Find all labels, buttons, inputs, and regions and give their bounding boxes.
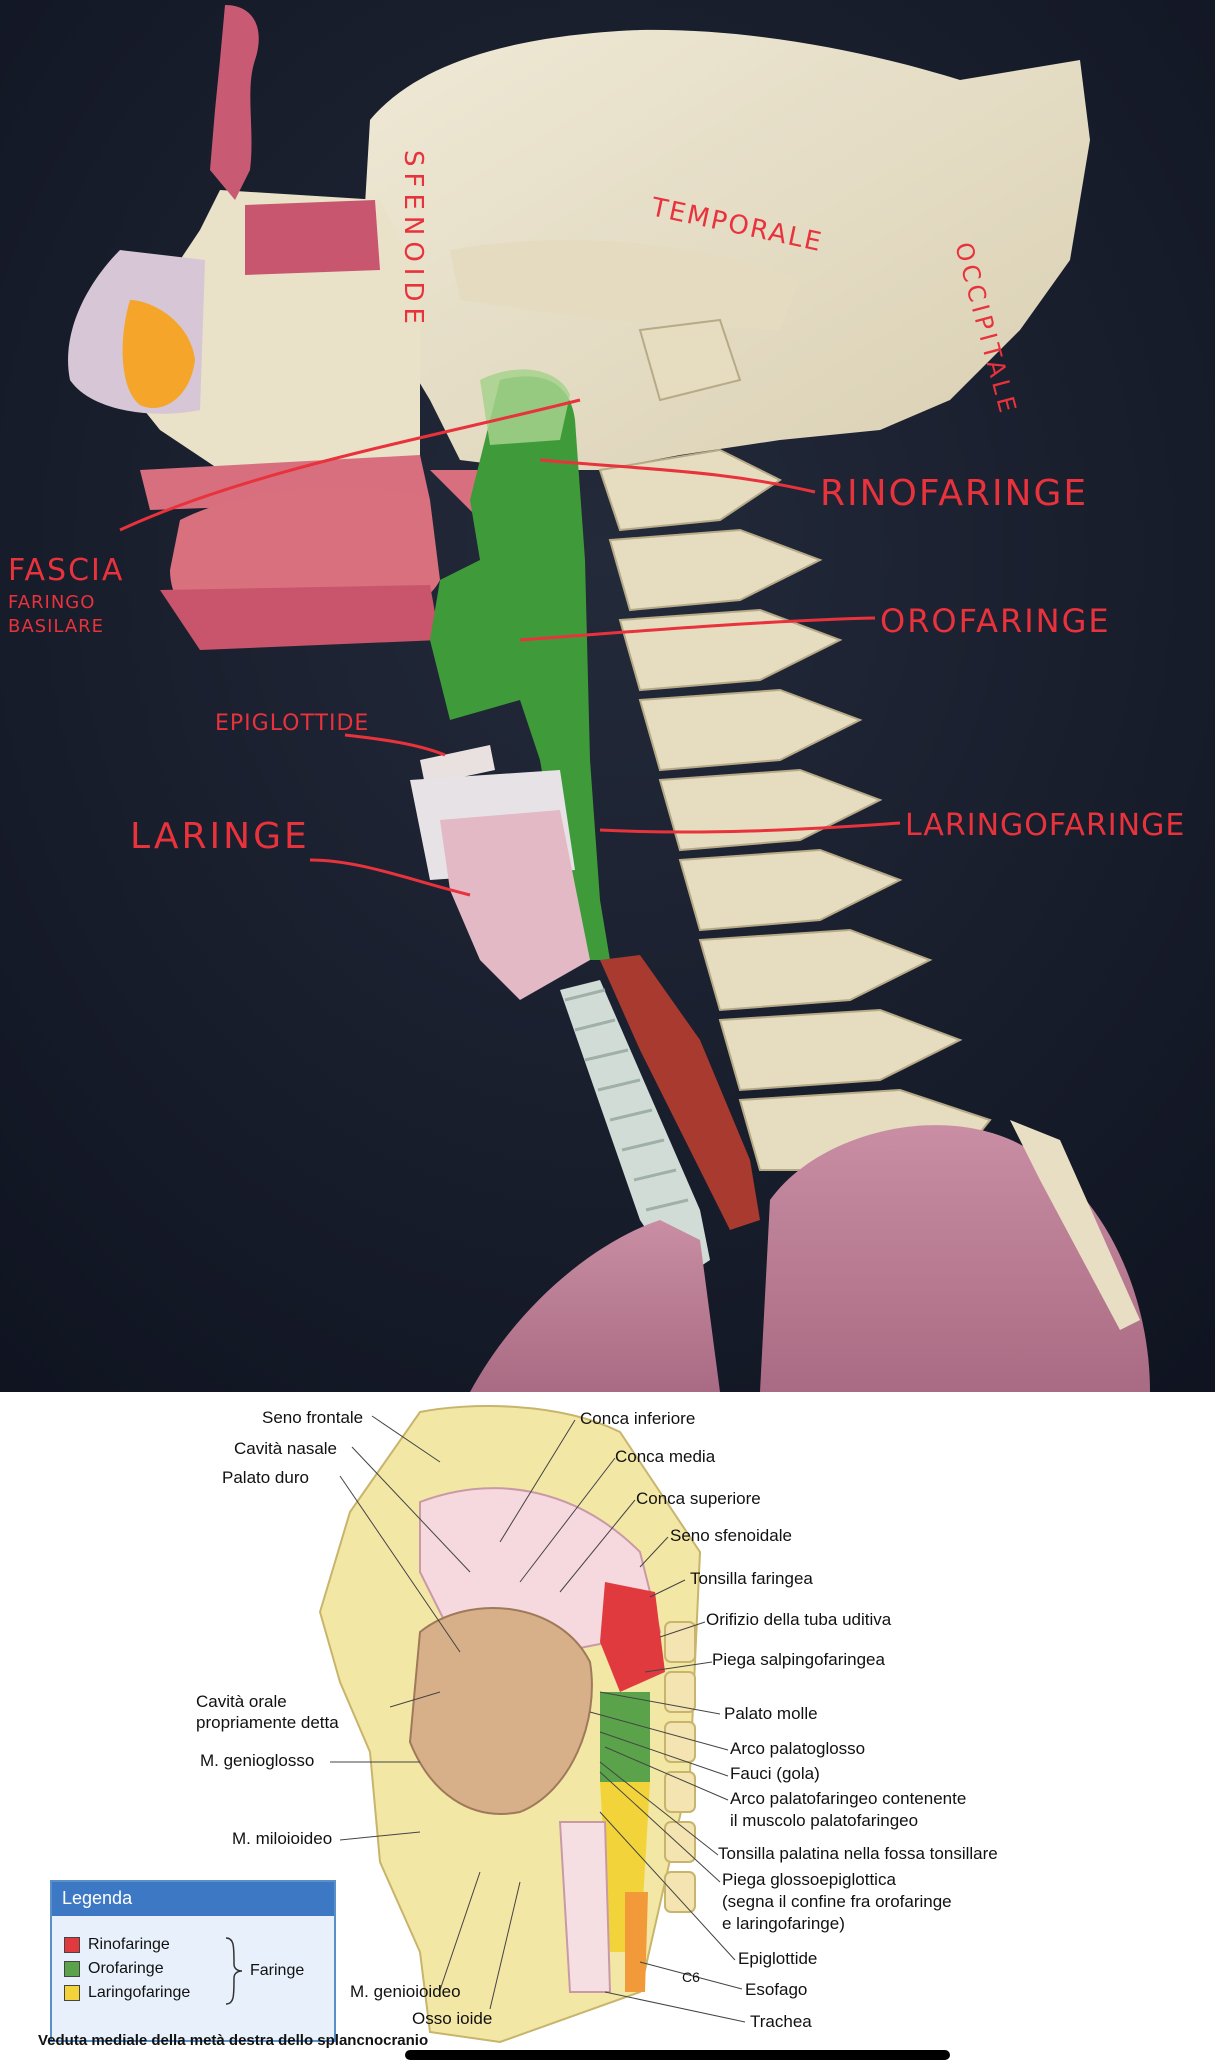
diagram-label-m-genioioideo: M. genioioideo	[350, 1982, 461, 2001]
diagram-label-esofago: Esofago	[745, 1980, 808, 1999]
diagram-label-propriamente-detta: propriamente detta	[196, 1713, 339, 1732]
lung-left	[470, 1220, 720, 1392]
trachea-rings	[564, 988, 689, 1212]
legend-swatch-yellow	[64, 1985, 80, 2001]
diagram-label-piega-glossoepiglottica: Piega glossoepiglottica	[722, 1870, 896, 1889]
diagram-label-piega-salpingofaringea: Piega salpingofaringea	[712, 1650, 885, 1669]
diagram-label-m-genioglosso: M. genioglosso	[200, 1751, 315, 1770]
label-epiglottide: EPIGLOTTIDE	[215, 711, 369, 736]
label-fascia: FASCIA	[8, 553, 124, 588]
diagram-label-trachea: Trachea	[750, 2012, 812, 2031]
alar-cartilage	[122, 300, 195, 408]
ethmoid-region	[245, 200, 380, 275]
legend-item-orofaringe: Orofaringe	[64, 1960, 164, 1978]
legend-title: Legenda	[52, 1882, 334, 1916]
lower-jaw	[160, 585, 440, 650]
diagram-label-seno-frontale: Seno frontale	[262, 1408, 364, 1427]
laryngeal-cartilage	[440, 810, 590, 1000]
legend-label-orofaringe: Orofaringe	[88, 1960, 164, 1977]
anatomy-3d-render: SFENOIDE TEMPORALE OCCIPITALE RINOFARING…	[0, 0, 1215, 1392]
label-sfenoide: SFENOIDE	[398, 150, 428, 330]
svg-text:SFENOIDE: SFENOIDE	[398, 150, 428, 330]
label-orofaringe: OROFARINGE	[880, 602, 1111, 640]
temporal-bone	[450, 240, 800, 330]
legend-brace	[225, 1937, 243, 2005]
legend-swatch-red	[64, 1937, 80, 1953]
rib	[1010, 1120, 1140, 1330]
legend-label-rinofaringe: Rinofaringe	[88, 1936, 170, 1953]
label-laringofaringe: LARINGOFARINGE	[905, 808, 1185, 843]
diagram-label-conca-superiore: Conca superiore	[636, 1489, 761, 1508]
diagram-label-orifizio-tuba: Orifizio della tuba uditiva	[706, 1610, 892, 1629]
diagram-label-epiglottide: Epiglottide	[738, 1949, 818, 1968]
diagram-label-conca-media: Conca media	[615, 1447, 716, 1466]
label-laringe: LARINGE	[130, 816, 310, 857]
diagram-label-muscolo-palatofaringeo: il muscolo palatofaringeo	[730, 1811, 919, 1830]
diagram-label-arco-palatoglosso: Arco palatoglosso	[730, 1739, 866, 1758]
orofaringe-region	[600, 1692, 650, 1782]
diagram-label-m-miloioideo: M. miloioideo	[232, 1829, 333, 1848]
legend-group-faringe: Faringe	[250, 1962, 305, 1979]
nasopharynx-mucosa	[480, 369, 570, 445]
diagram-label-arco-palatofaringeo: Arco palatofaringeo contenente	[730, 1789, 967, 1808]
tongue-section	[408, 1607, 593, 1815]
trachea-section	[558, 1821, 612, 1993]
legend-box: Legenda Rinofaringe Orofaringe Laringofa…	[50, 1880, 336, 2042]
esophagus-region	[625, 1892, 648, 1992]
legend-swatch-green	[64, 1961, 80, 1977]
diagram-caption: Veduta mediale della metà destra dello s…	[38, 2032, 429, 2049]
diagram-label-palato-molle: Palato molle	[724, 1704, 818, 1723]
diagram-label-conca-inferiore: Conca inferiore	[580, 1409, 696, 1428]
nasal-conchae	[210, 5, 259, 200]
diagram-label-segna-confine: (segna il confine fra orofaringe	[722, 1892, 952, 1911]
diagram-label-tonsilla-palatina: Tonsilla palatina nella fossa tonsillare	[718, 1844, 998, 1863]
home-indicator	[405, 2050, 950, 2060]
diagram-label-c6: C6	[682, 1969, 700, 1985]
label-fascia-sub-2: BASILARE	[8, 616, 104, 637]
leader-lines	[330, 1415, 746, 2023]
annotation-lines	[119, 398, 901, 897]
label-fascia-sub-1: FARINGO	[8, 592, 95, 613]
rinofaringe-region	[600, 1582, 665, 1692]
diagram-label-palato-duro: Palato duro	[222, 1468, 309, 1487]
skull-shape	[360, 29, 1090, 471]
diagram-label-cavita-orale: Cavità orale	[196, 1692, 287, 1711]
legend-item-rinofaringe: Rinofaringe	[64, 1936, 170, 1954]
esophagus	[600, 955, 760, 1230]
spine-section	[664, 1621, 696, 1913]
sagittal-section-illustration	[318, 1405, 746, 2044]
cervical-spine	[598, 318, 992, 1171]
epiglottis	[420, 745, 495, 785]
diagram-label-osso-ioide: Osso ioide	[412, 2009, 493, 2028]
label-rinofaringe: RINOFARINGE	[820, 473, 1088, 514]
diagram-label-cavita-nasale: Cavità nasale	[234, 1439, 338, 1458]
legend-label-laringofaringe: Laringofaringe	[88, 1984, 191, 2001]
legend-item-laringofaringe: Laringofaringe	[64, 1984, 190, 2002]
diagram-label-seno-sfenoidale: Seno sfenoidale	[670, 1526, 792, 1545]
diagram-label-fauci: Fauci (gola)	[730, 1764, 820, 1783]
diagram-label-laringofaringe-note: e laringofaringe)	[722, 1914, 845, 1933]
diagram-label-tonsilla-faringea: Tonsilla faringea	[690, 1569, 813, 1588]
